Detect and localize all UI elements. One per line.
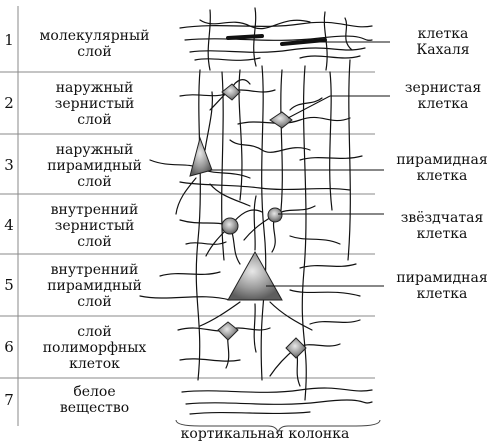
- cell-label-granule: зернистая клетка: [404, 80, 482, 112]
- cell-label-pyramidal-inner: пирамидная клетка: [396, 270, 488, 302]
- layer-number: 2: [4, 94, 14, 112]
- layer-label: молекулярный слой: [39, 28, 150, 60]
- layer-label: внутренний пирамидный слой: [47, 262, 142, 310]
- layer-number: 6: [4, 338, 14, 356]
- layer-label: наружный зернистый слой: [54, 80, 135, 128]
- layer-number: 4: [4, 216, 14, 234]
- layer-label: наружный пирамидный слой: [47, 142, 142, 190]
- layer-4: 4 внутренний зернистый слой: [0, 194, 170, 254]
- stellate-soma-1: [221, 217, 239, 235]
- layer-number: 7: [4, 391, 14, 409]
- layer-6: 6 слой полиморфных клеток: [0, 316, 170, 378]
- layer-table: [0, 6, 375, 426]
- pyramidal-soma-inner: [227, 250, 283, 301]
- layer-label: внутренний зернистый слой: [50, 202, 139, 250]
- cell-bodies: [189, 83, 307, 359]
- cell-label-pyramidal-outer: пирамидная клетка: [396, 152, 488, 184]
- cell-label-stellate: звёздчатая клетка: [400, 210, 484, 242]
- layer-label: белое вещество: [59, 384, 130, 416]
- layer-number: 5: [4, 276, 14, 294]
- layer-5: 5 внутренний пирамидный слой: [0, 254, 170, 316]
- pyramidal-soma-outer: [189, 136, 213, 177]
- polymorph-soma-2: [285, 337, 307, 359]
- layer-label: слой полиморфных клеток: [42, 324, 147, 372]
- layer-1: 1 молекулярный слой: [0, 0, 170, 72]
- layer-7: 7 белое вещество: [0, 378, 170, 426]
- stellate-soma-2: [267, 207, 283, 223]
- layer-number: 1: [4, 31, 14, 49]
- layer-2: 2 наружный зернистый слой: [0, 72, 170, 134]
- granule-soma-1: [221, 83, 241, 101]
- layer-3: 3 наружный пирамидный слой: [0, 134, 170, 194]
- polymorph-soma-1: [217, 321, 239, 341]
- granule-soma-2: [269, 111, 293, 129]
- cell-label-cajal: клетка Кахаля: [416, 26, 470, 58]
- column-label: кортикальная колонка: [180, 426, 350, 442]
- column-brace: [175, 419, 381, 434]
- neural-network: [139, 7, 373, 415]
- layer-number: 3: [4, 156, 14, 174]
- pointer-lines: [210, 41, 390, 287]
